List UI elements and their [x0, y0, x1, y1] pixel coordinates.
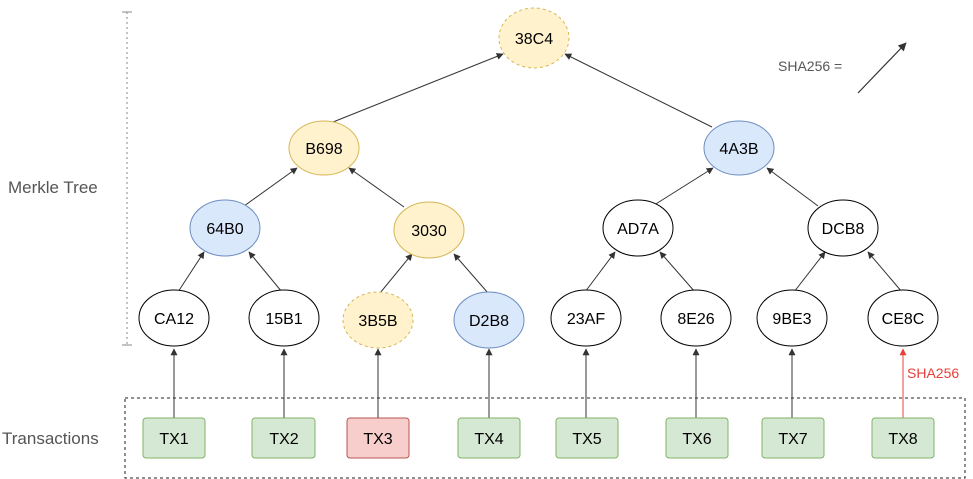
transactions-label: Transactions [2, 429, 99, 448]
node-label: 9BE3 [772, 311, 811, 328]
node-label: 3B5B [358, 313, 397, 330]
node-label: DCB8 [822, 221, 865, 238]
tx-label: TX6 [682, 431, 711, 448]
node-label: CE8C [882, 311, 925, 328]
tx-box-6[interactable]: TX6 [665, 417, 729, 459]
tx-box-4[interactable]: TX4 [457, 417, 521, 459]
tx-label: TX8 [888, 431, 917, 448]
edge-23af-ad7a [584, 251, 616, 293]
node-label: 8E26 [677, 311, 714, 328]
node-64b0[interactable]: 64B0 [189, 199, 261, 257]
tx-label: TX4 [474, 431, 503, 448]
node-ad7a[interactable]: AD7A [602, 199, 674, 257]
edge-ad7a-4a3b [650, 167, 714, 208]
edge-4a3b-root [564, 53, 713, 128]
tx-label: TX7 [778, 431, 807, 448]
node-3030[interactable]: 3030 [393, 201, 465, 259]
tree-edges [177, 53, 903, 294]
tx-label: TX5 [572, 431, 601, 448]
tx-label: TX3 [363, 431, 392, 448]
edge-3030-b698 [348, 167, 405, 208]
transaction-edges [170, 348, 907, 430]
transaction-boxes: TX1 TX2 TX3 TX4 TX5 TX6 TX7 TX8 [142, 417, 935, 459]
legend-arrow-icon [857, 42, 907, 94]
node-23af[interactable]: 23AF [550, 289, 622, 347]
node-dcb8[interactable]: DCB8 [807, 199, 879, 257]
merkle-tree-label: Merkle Tree [8, 178, 98, 197]
node-label: 38C4 [515, 31, 553, 48]
tree-nodes: 38C4 B698 4A3B 64B0 3030 AD7A DCB8 CA12 [138, 7, 939, 349]
node-3b5b[interactable]: 3B5B [342, 291, 414, 349]
node-label: AD7A [617, 221, 659, 238]
edge-ca12-64b0 [177, 251, 205, 293]
node-ce8c[interactable]: CE8C [867, 289, 939, 347]
edge-9be3-dcb8 [793, 251, 826, 293]
node-label: 3030 [411, 223, 447, 240]
edge-ce8c-dcb8 [867, 251, 903, 293]
node-b698[interactable]: B698 [288, 120, 360, 176]
node-label: 4A3B [719, 141, 758, 158]
tx-label: TX1 [159, 431, 188, 448]
sha256-annotation: SHA256 [907, 365, 959, 381]
node-label: CA12 [154, 311, 194, 328]
merkle-tree-bracket [122, 11, 132, 346]
legend-label: SHA256 = [778, 58, 842, 74]
node-label: 15B1 [265, 311, 302, 328]
tx-box-1[interactable]: TX1 [142, 417, 206, 459]
node-4a3b[interactable]: 4A3B [703, 120, 775, 176]
edge-15b1-64b0 [248, 251, 283, 293]
tx-box-7[interactable]: TX7 [761, 417, 825, 459]
node-label: 23AF [567, 311, 605, 328]
transactions-container [124, 397, 966, 479]
node-root[interactable]: 38C4 [498, 7, 570, 69]
node-label: B698 [305, 141, 342, 158]
node-9be3[interactable]: 9BE3 [756, 289, 828, 347]
edge-d2b8-3030 [453, 253, 489, 294]
node-8e26[interactable]: 8E26 [660, 289, 732, 347]
edge-dcb8-4a3b [766, 167, 819, 207]
tx-box-2[interactable]: TX2 [251, 417, 316, 459]
tx-box-8[interactable]: TX8 [871, 417, 935, 459]
tx-box-3[interactable]: TX3 [346, 417, 410, 459]
tx-box-5[interactable]: TX5 [555, 417, 619, 459]
edge-3b5b-3030 [379, 253, 413, 294]
edge-b698-root [322, 53, 504, 127]
node-ca12[interactable]: CA12 [138, 289, 210, 347]
node-label: D2B8 [469, 313, 509, 330]
node-d2b8[interactable]: D2B8 [453, 291, 525, 349]
edge-8e26-ad7a [659, 251, 696, 293]
node-15b1[interactable]: 15B1 [248, 289, 320, 347]
edge-64b0-b698 [243, 167, 298, 207]
node-label: 64B0 [206, 221, 243, 238]
tx-label: TX2 [269, 431, 298, 448]
